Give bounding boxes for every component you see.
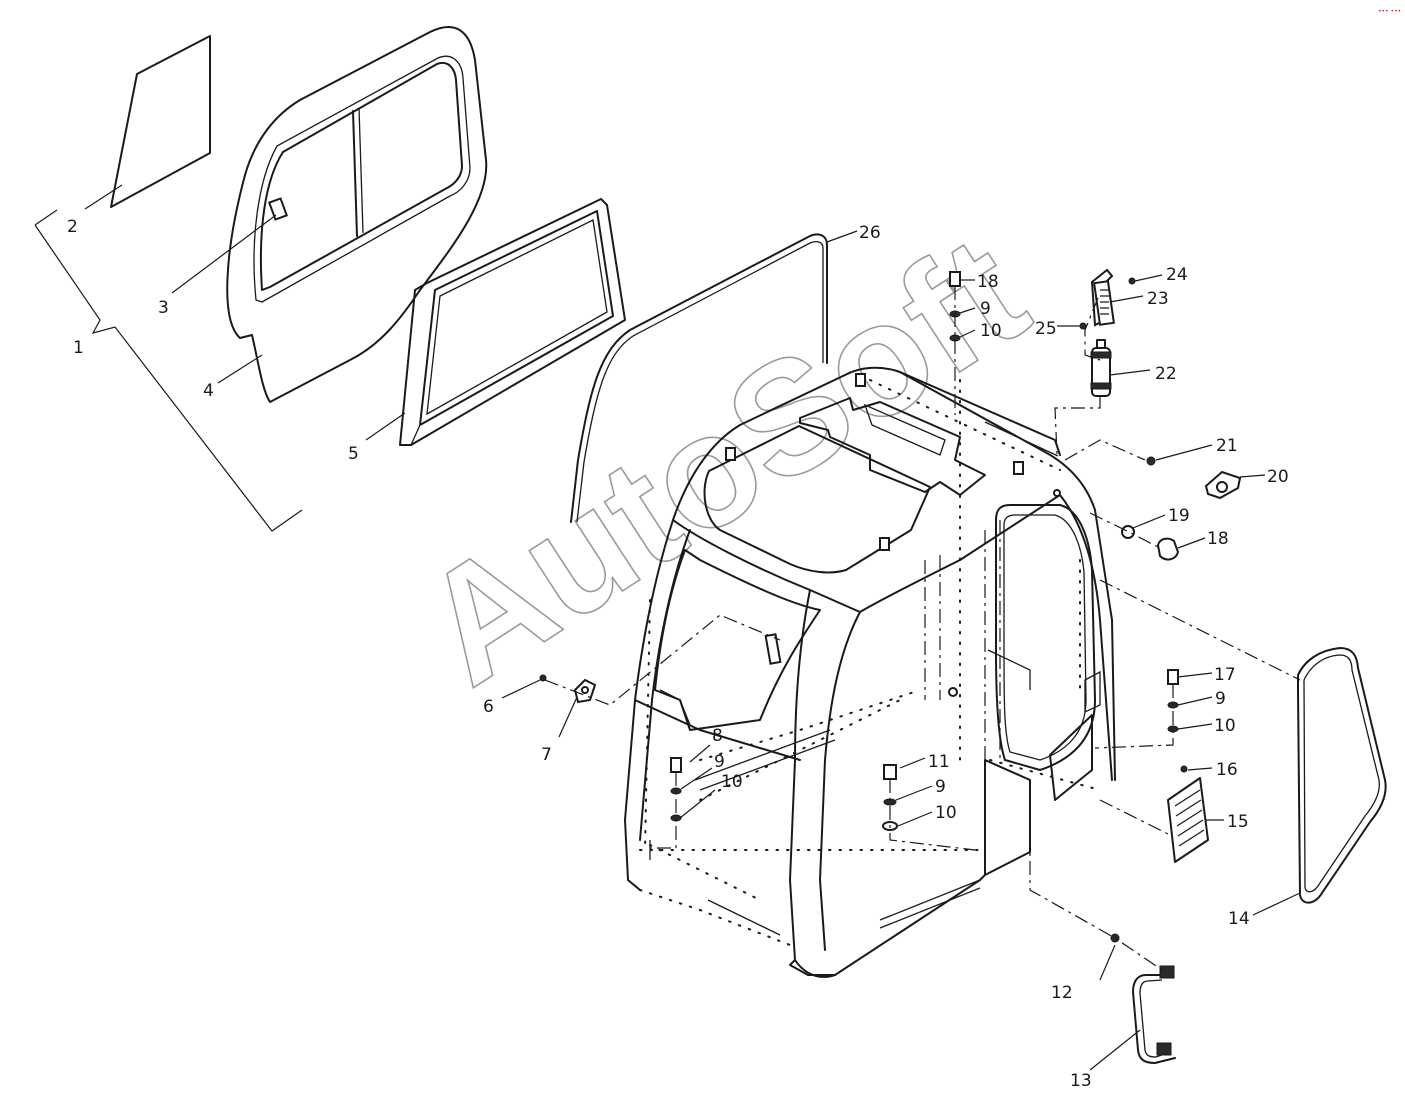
part-6-screw [539, 674, 547, 682]
part-23-handle [1090, 268, 1115, 327]
part-19-nut [1121, 525, 1135, 539]
label-23: 23 [1147, 289, 1169, 309]
part-16-screw [1180, 765, 1188, 773]
label-17: 17 [1214, 665, 1236, 685]
label-14: 14 [1228, 909, 1250, 929]
part-3-latch [268, 197, 288, 221]
part-15-louver [1167, 777, 1209, 863]
corner-mark: ••• ••• [1378, 8, 1401, 15]
label-9d: 9 [980, 299, 991, 319]
part-18-cap [1156, 537, 1180, 561]
label-8: 8 [712, 726, 723, 746]
label-22: 22 [1155, 364, 1177, 384]
hardware-stack-left [650, 757, 682, 849]
label-2: 2 [67, 217, 78, 237]
label-20: 20 [1267, 467, 1289, 487]
part-4-door-panel [226, 26, 488, 403]
label-16: 16 [1216, 760, 1238, 780]
part-21-bolt [1146, 456, 1156, 466]
part-12-bolt [1110, 933, 1120, 943]
part-2-glass-panel [110, 35, 211, 208]
part-7-hinge [573, 678, 597, 704]
label-6: 6 [483, 697, 494, 717]
label-10c: 10 [1214, 716, 1236, 736]
hardware-stack-middle [882, 764, 976, 851]
part-13-handrail [1132, 965, 1176, 1064]
part-26-seal-strip [570, 233, 828, 523]
part-24-pin [1128, 277, 1136, 285]
label-18b: 18 [977, 272, 999, 292]
cab-frame [624, 366, 1116, 978]
label-5: 5 [348, 444, 359, 464]
label-13: 13 [1070, 1071, 1092, 1091]
label-24: 24 [1166, 265, 1188, 285]
label-15: 15 [1227, 812, 1249, 832]
label-19: 19 [1168, 506, 1190, 526]
label-7: 7 [541, 745, 552, 765]
label-10d: 10 [980, 321, 1002, 341]
hardware-stack-top [949, 271, 961, 415]
label-25: 25 [1035, 319, 1057, 339]
label-10a: 10 [721, 772, 743, 792]
label-26: 26 [859, 223, 881, 243]
label-9c: 9 [1215, 689, 1226, 709]
label-3: 3 [158, 298, 169, 318]
label-1: 1 [73, 338, 84, 358]
label-18a: 18 [1207, 529, 1229, 549]
label-10b: 10 [935, 803, 957, 823]
part-22-cylinder [1090, 339, 1112, 397]
part-25-screw [1079, 322, 1087, 330]
label-11: 11 [928, 752, 950, 772]
label-12: 12 [1051, 983, 1073, 1003]
label-9b: 9 [935, 777, 946, 797]
part-20-bracket [1204, 470, 1242, 500]
label-21: 21 [1216, 436, 1238, 456]
label-4: 4 [203, 381, 214, 401]
part-5-window-frame [399, 198, 626, 446]
part-14-side-glass [1297, 647, 1387, 904]
label-9a: 9 [714, 752, 725, 772]
